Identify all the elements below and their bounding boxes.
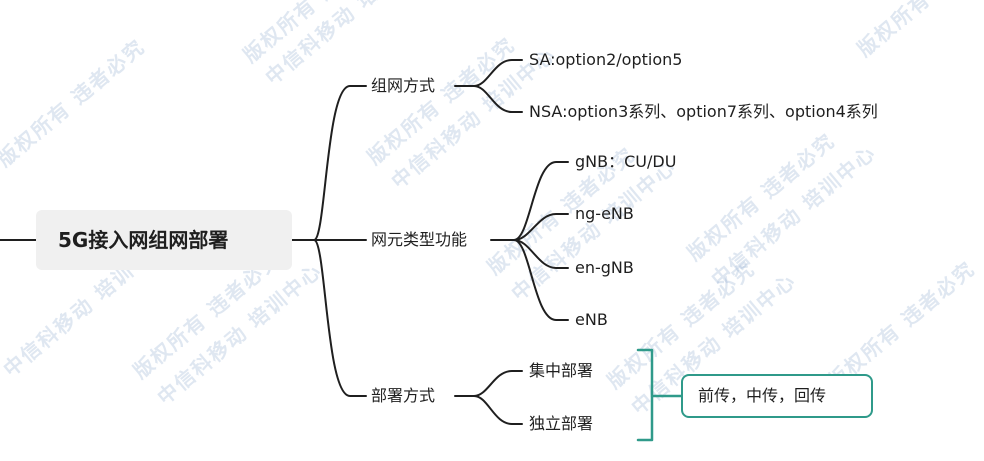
- connector-line: [473, 85, 523, 113]
- connector-line: [313, 239, 367, 397]
- leaf-node-gnb-cu-du[interactable]: gNB：CU/DU: [575, 152, 677, 171]
- root-node-label: 5G接入网组网部署: [58, 228, 229, 252]
- leaf-node-ng-enb[interactable]: ng-eNB: [575, 204, 634, 223]
- connector-line: [473, 395, 523, 425]
- leaf-node-enb[interactable]: eNB: [575, 310, 608, 329]
- branch-node-deployment-mode[interactable]: 部署方式: [371, 386, 436, 405]
- connector-line: [313, 85, 367, 241]
- leaf-node-nsa-option[interactable]: NSA:option3系列、option7系列、option4系列: [529, 102, 878, 121]
- branch-node-network-element-types[interactable]: 网元类型功能: [371, 230, 468, 249]
- connector-line: [513, 239, 569, 269]
- branch-node-networking-mode[interactable]: 组网方式: [371, 76, 436, 95]
- connector-line: [513, 161, 569, 241]
- leaf-node-sa-option[interactable]: SA:option2/option5: [529, 50, 683, 69]
- connector-line: [513, 213, 569, 241]
- root-node[interactable]: [36, 210, 292, 270]
- summary-node[interactable]: [681, 374, 873, 418]
- connector-line: [513, 239, 569, 321]
- connector-line: [473, 370, 523, 397]
- leaf-node-independent-deployment[interactable]: 独立部署: [529, 414, 594, 433]
- connector-line: [473, 59, 523, 87]
- summary-node-label: 前传，中传，回传: [698, 386, 827, 405]
- leaf-node-centralized-deployment[interactable]: 集中部署: [529, 361, 594, 380]
- summary-bracket: [636, 348, 654, 442]
- leaf-node-en-gnb[interactable]: en-gNB: [575, 258, 634, 277]
